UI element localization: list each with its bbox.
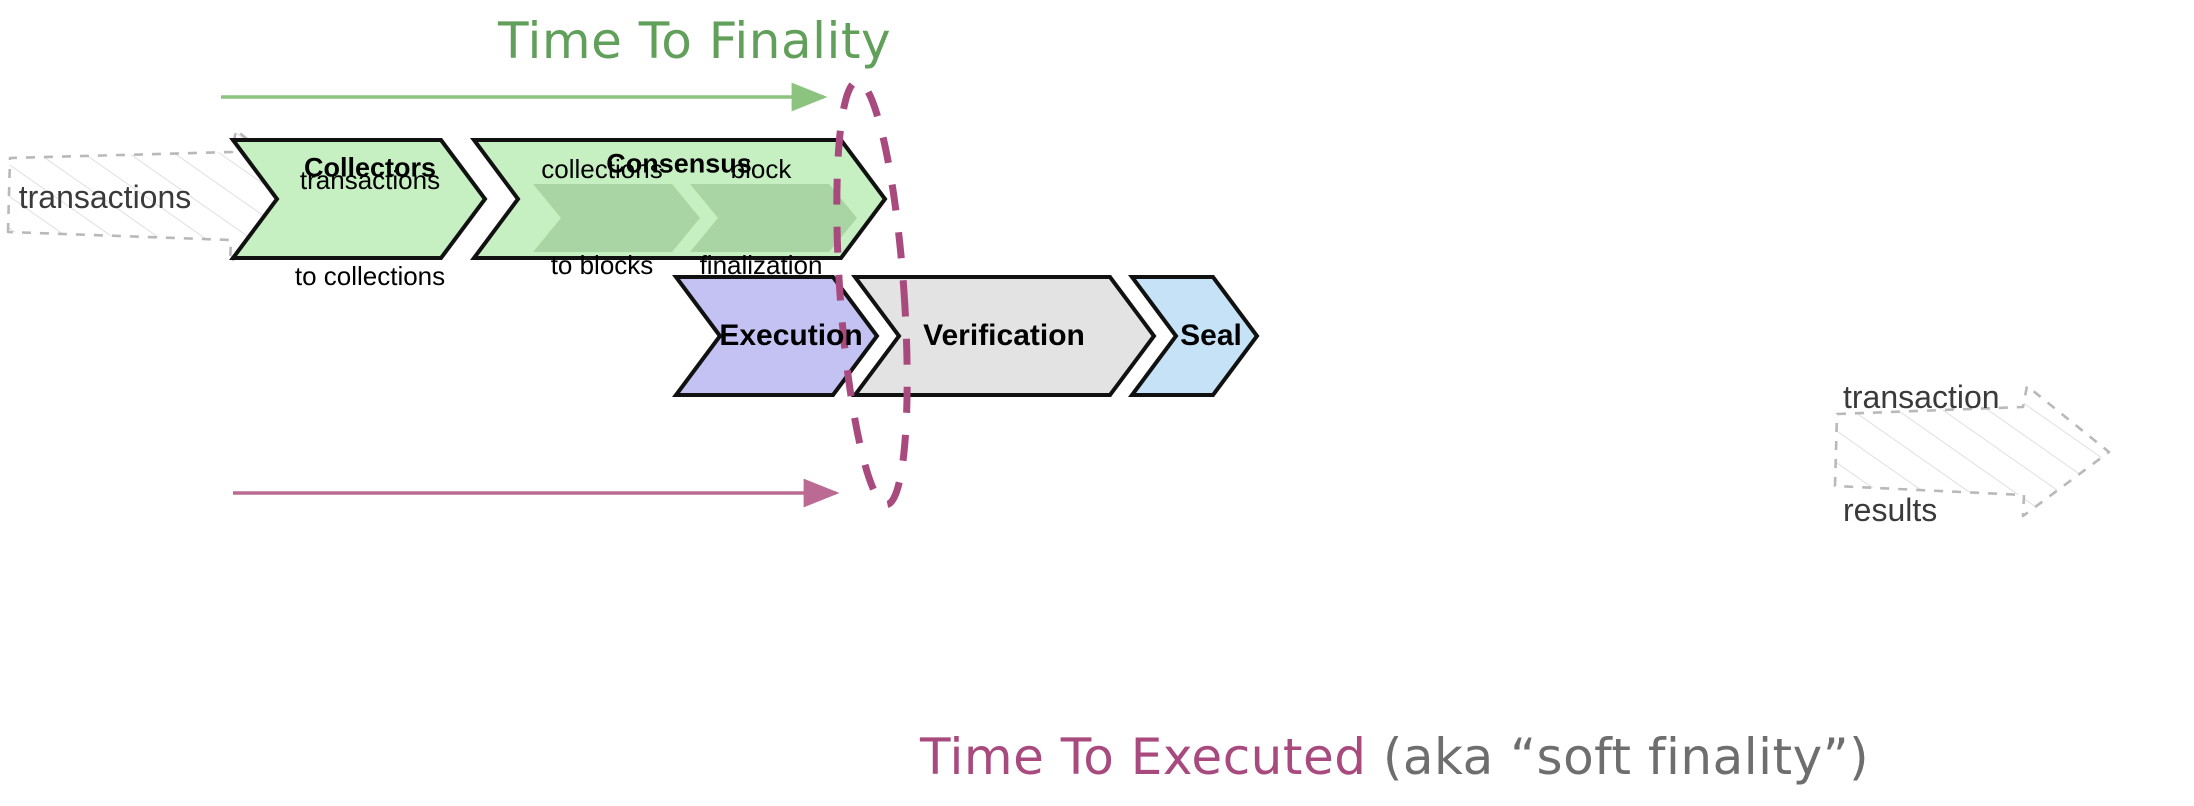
block-finalization-line-2: finalization: [699, 249, 823, 280]
finality-boundary-ellipse: [833, 78, 911, 508]
collections-to-blocks-line-2: to blocks: [550, 249, 654, 280]
collectors-subtitle: transactions to collections: [295, 102, 445, 356]
chevron-seal: [1128, 275, 1260, 397]
execution-title: Execution: [719, 319, 863, 352]
collectors-sub-line-1: transactions: [299, 165, 441, 196]
chevron-execution: [672, 275, 880, 397]
block-finalization-label: block finalization: [700, 91, 823, 345]
input-ghost-arrow: [6, 128, 320, 264]
collections-to-blocks-label: collections to blocks: [541, 91, 662, 345]
output-transaction-results-label: transaction results: [1843, 303, 2000, 605]
output-line-1: transaction: [1843, 378, 2000, 415]
chevron-collections-to-blocks: [533, 184, 700, 252]
verification-title: Verification: [923, 319, 1085, 352]
time-to-executed-label: Time To Executed: [920, 728, 1367, 786]
chevron-block-finalization: [690, 184, 857, 252]
consensus-title: Consensus: [606, 148, 752, 179]
chevron-verification: [851, 275, 1157, 397]
chevron-consensus: [470, 138, 888, 260]
seal-title: Seal: [1180, 319, 1242, 352]
collections-to-blocks-line-1: collections: [541, 154, 663, 185]
time-to-executed-title: Time To Executed (aka “soft finality”): [920, 728, 1869, 786]
time-to-finality-title: Time To Finality: [498, 12, 892, 70]
output-ghost-arrow: [1833, 384, 2111, 518]
soft-finality-note: (aka “soft finality”): [1366, 728, 1870, 786]
block-finalization-line-1: block: [730, 154, 792, 185]
chevron-collectors: [229, 138, 488, 260]
collectors-sub-line-2: to collections: [294, 260, 446, 291]
output-line-2: results: [1843, 491, 1938, 528]
collectors-title: Collectors: [303, 152, 437, 183]
input-transactions-label: transactions: [18, 179, 192, 216]
